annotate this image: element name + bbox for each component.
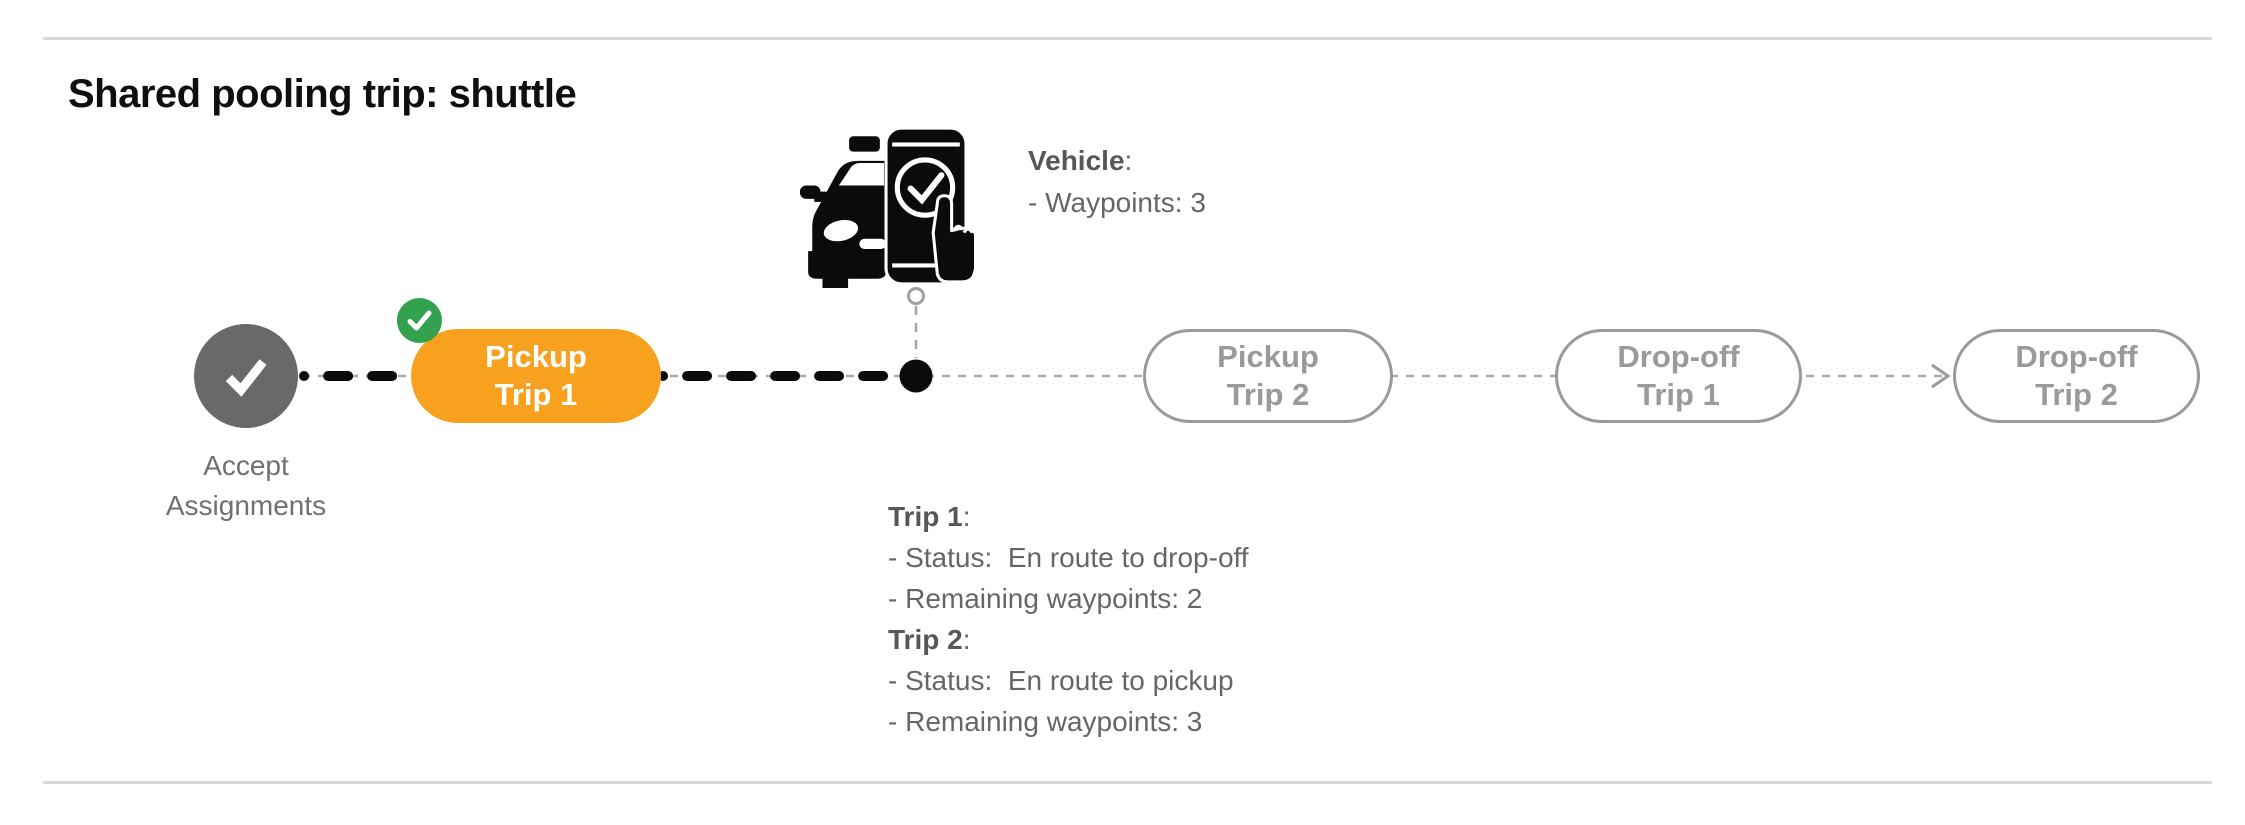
current-position-dot [899, 359, 933, 393]
page-title: Shared pooling trip: shuttle [68, 72, 577, 116]
node-pickup-trip-2: Pickup Trip 2 [1143, 329, 1393, 423]
trip1-heading: Trip 1 [888, 501, 963, 532]
trip1-status-line: - Status: En route to drop-off [888, 542, 1249, 573]
trip2-heading: Trip 2 [888, 624, 963, 655]
check-icon [225, 359, 267, 397]
vehicle-info: Vehicle: - Waypoints: 3 [1028, 140, 1206, 224]
vehicle-waypoints: - Waypoints: 3 [1028, 187, 1206, 218]
trip2-status-line: - Status: En route to pickup [888, 665, 1234, 696]
bottom-divider [43, 781, 2212, 784]
trip-status-block: Trip 1: - Status: En route to drop-off -… [888, 496, 1249, 742]
node-dropoff-trip-1: Drop-off Trip 1 [1555, 329, 1802, 423]
node-dropoff-trip-2: Drop-off Trip 2 [1953, 329, 2200, 423]
arrow-head-icon [1931, 363, 1951, 389]
vehicle-phone-check-icon [799, 126, 974, 288]
node-pickup-trip-1: Pickup Trip 1 [411, 329, 661, 423]
waypoint-ring-icon [907, 287, 925, 305]
trip1-waypoints-line: - Remaining waypoints: 2 [888, 583, 1203, 614]
trip2-waypoints-line: - Remaining waypoints: 3 [888, 706, 1203, 737]
completed-check-badge [397, 298, 442, 343]
vehicle-info-heading: Vehicle [1028, 145, 1125, 176]
top-divider [43, 37, 2212, 40]
node-accept-assignments [194, 324, 298, 428]
accept-assignments-label: Accept Assignments [165, 450, 327, 521]
check-badge-icon [407, 310, 432, 331]
